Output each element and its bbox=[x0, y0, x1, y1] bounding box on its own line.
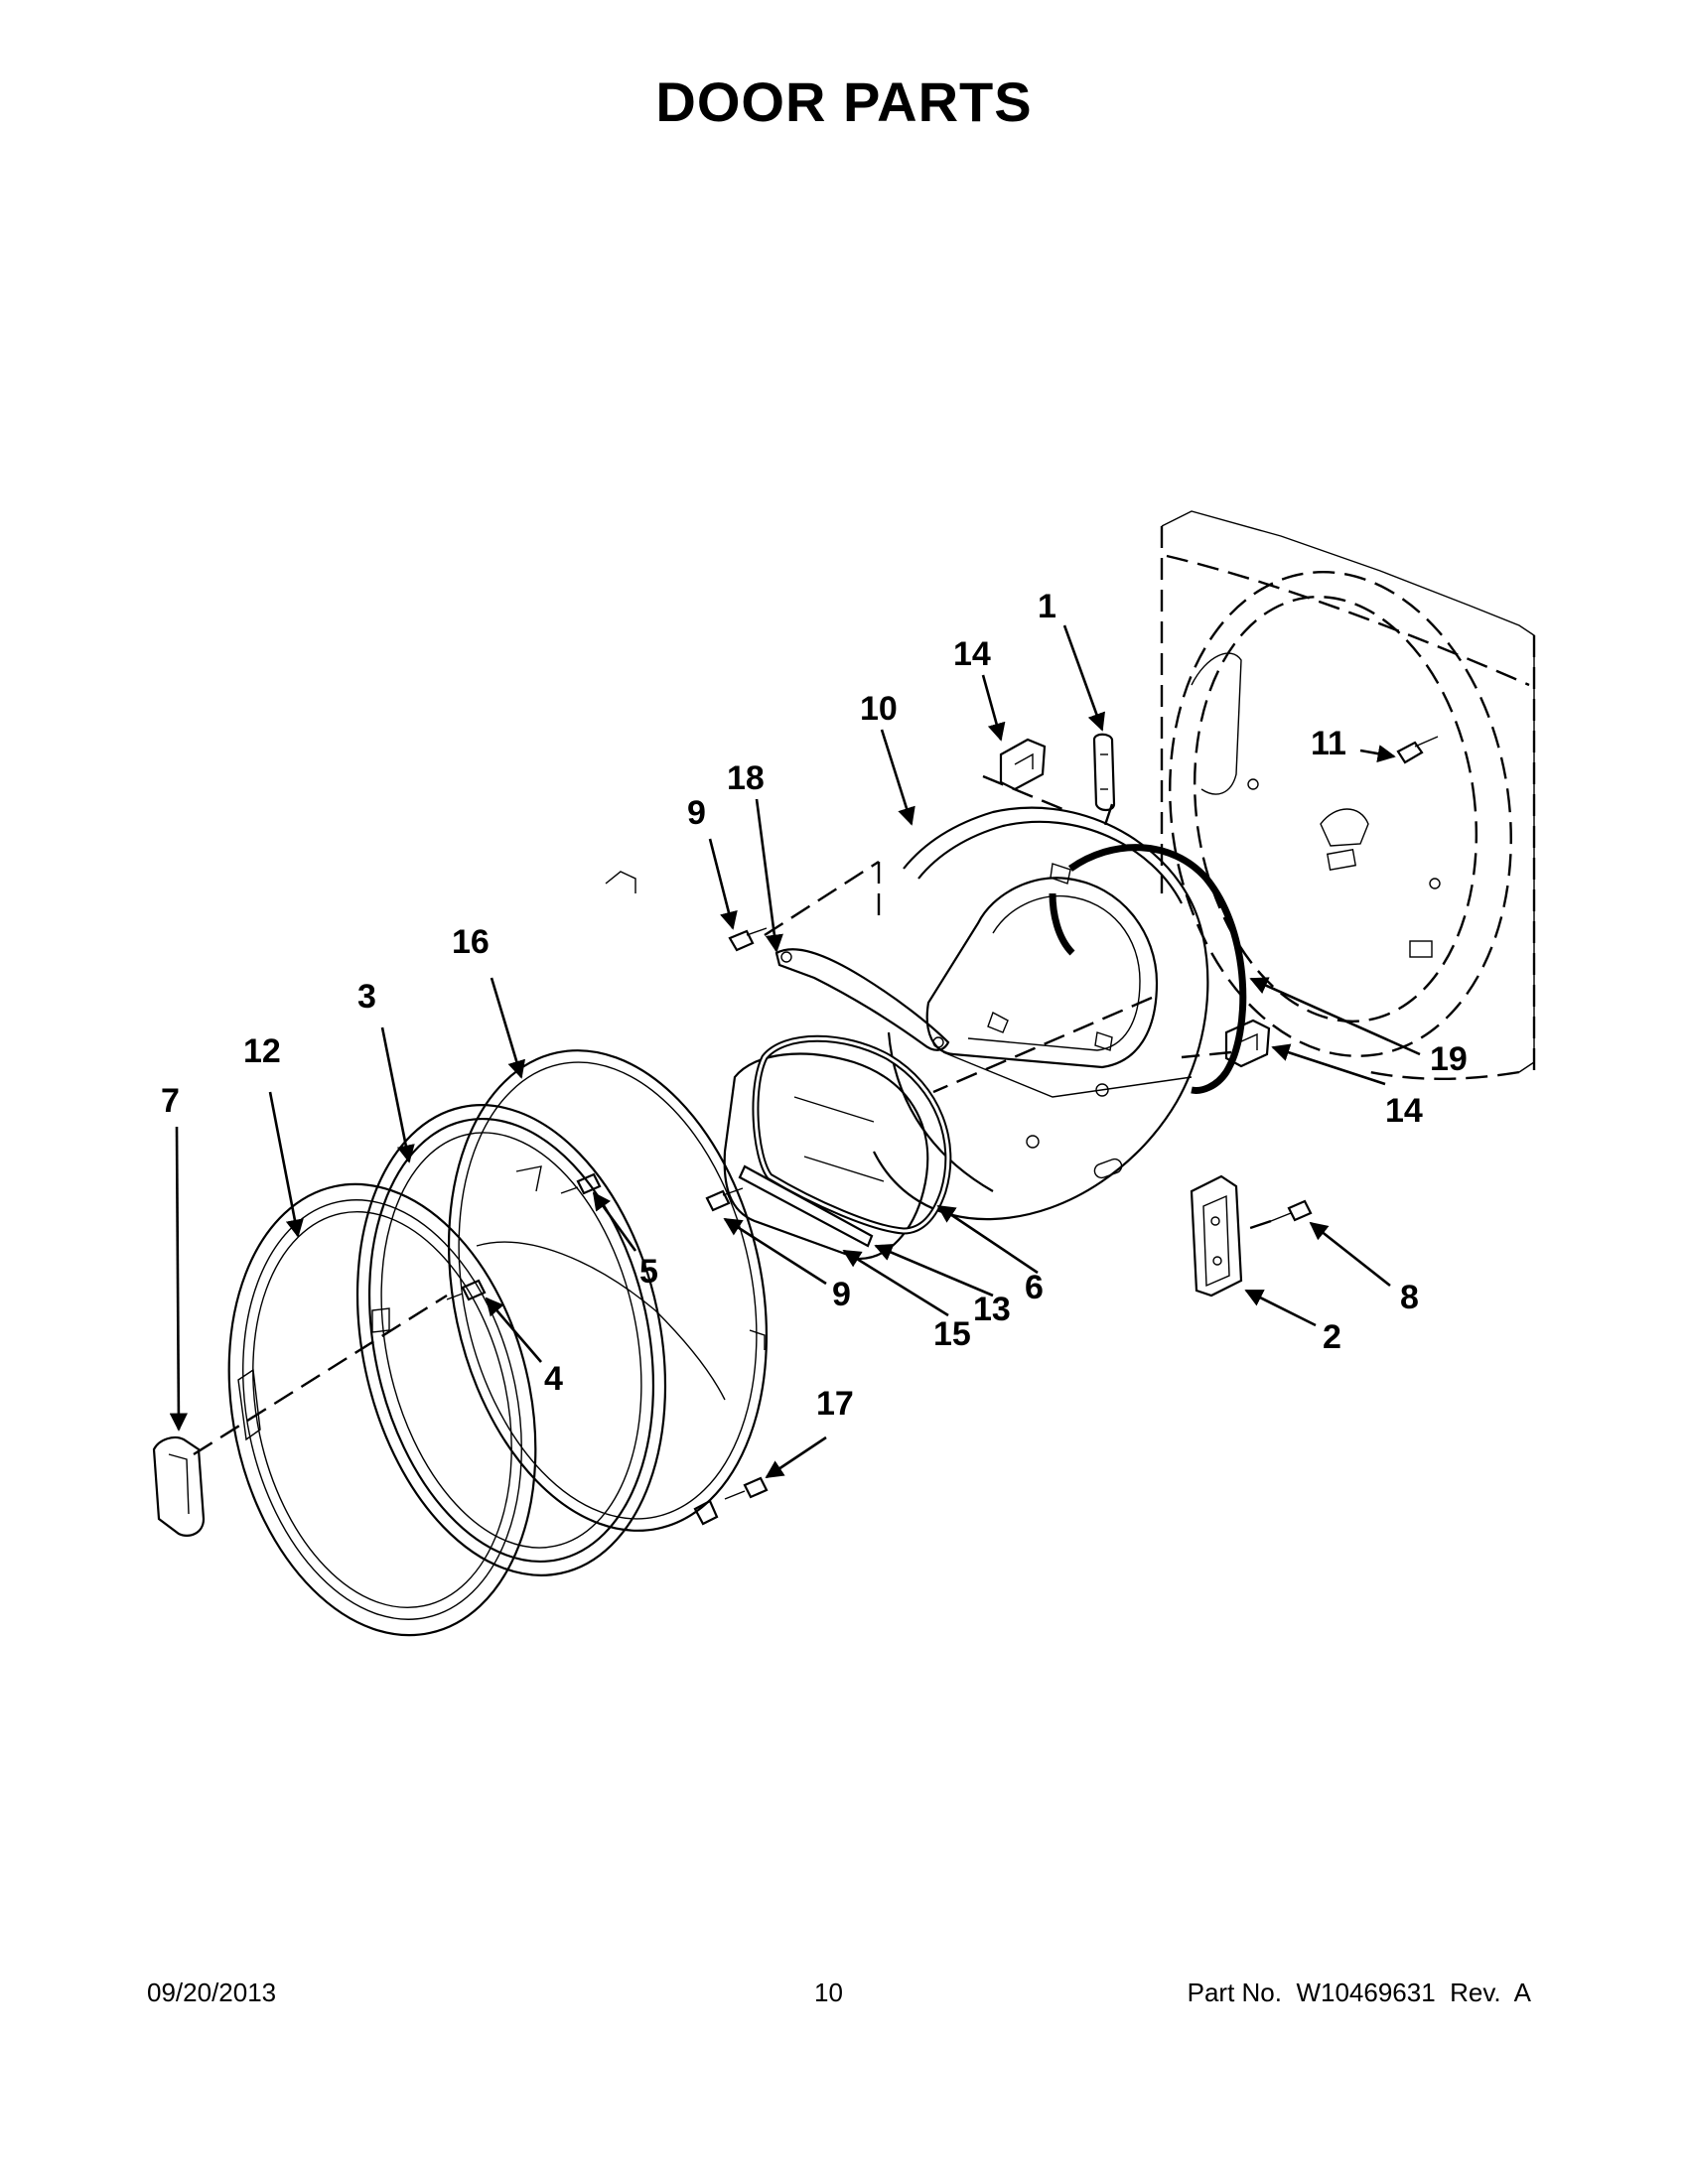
callout-14-lower: 14 bbox=[1385, 1092, 1423, 1130]
door-outer-frame bbox=[355, 1104, 667, 1576]
callout-6: 6 bbox=[1025, 1269, 1044, 1306]
callout-9-upper: 9 bbox=[687, 794, 706, 832]
callout-labels: 1 14 10 11 18 9 16 3 12 7 19 14 5 6 9 8 … bbox=[161, 588, 1468, 1423]
assembly-lines bbox=[193, 774, 1272, 1456]
screw-8 bbox=[1270, 1199, 1313, 1222]
door-hinge-bracket bbox=[774, 948, 950, 1051]
leader-lines bbox=[169, 624, 1421, 1479]
door-glass bbox=[723, 1052, 929, 1261]
callout-7: 7 bbox=[161, 1082, 180, 1120]
screw-5 bbox=[560, 1172, 602, 1195]
callout-13: 13 bbox=[973, 1291, 1011, 1328]
screw-9-lower bbox=[705, 1187, 744, 1212]
callout-10: 10 bbox=[860, 690, 898, 728]
door-strike-upper bbox=[999, 738, 1047, 791]
door-clip bbox=[1092, 733, 1116, 812]
callout-12: 12 bbox=[243, 1032, 281, 1070]
footer-date: 09/20/2013 bbox=[147, 1978, 277, 2007]
inner-door-frame bbox=[873, 806, 1209, 1221]
door-gasket-rear bbox=[1049, 844, 1247, 1094]
callout-17: 17 bbox=[816, 1385, 854, 1423]
screw-4 bbox=[446, 1279, 487, 1301]
callout-15: 15 bbox=[933, 1315, 971, 1353]
callout-3: 3 bbox=[357, 978, 376, 1016]
callout-1: 1 bbox=[1038, 588, 1056, 625]
callout-11: 11 bbox=[1311, 725, 1346, 762]
page-title: DOOR PARTS bbox=[655, 70, 1033, 133]
footer-page-number: 10 bbox=[814, 1978, 843, 2007]
callout-18: 18 bbox=[727, 759, 765, 797]
callout-9-lower: 9 bbox=[832, 1276, 851, 1313]
screw-11 bbox=[1396, 736, 1439, 764]
door-ring-inner bbox=[447, 871, 769, 1532]
callout-14-upper: 14 bbox=[953, 635, 991, 673]
door-glass-gasket bbox=[752, 1034, 952, 1235]
callout-2: 2 bbox=[1323, 1318, 1341, 1356]
callout-8: 8 bbox=[1400, 1279, 1419, 1316]
dryer-front-panel bbox=[1160, 510, 1536, 1080]
callout-19: 19 bbox=[1430, 1040, 1468, 1078]
screw-17 bbox=[693, 1476, 769, 1526]
callout-16: 16 bbox=[452, 923, 490, 961]
callout-4: 4 bbox=[544, 1360, 563, 1398]
door-hinge bbox=[1190, 1174, 1243, 1297]
door-strike-lower bbox=[1224, 1019, 1271, 1068]
footer-part-number: Part No. W10469631 Rev. A bbox=[1187, 1978, 1531, 2007]
callout-5: 5 bbox=[639, 1253, 658, 1291]
screw-9-upper bbox=[728, 927, 768, 952]
door-handle bbox=[152, 1435, 206, 1537]
glass-retainer-strip bbox=[738, 1164, 874, 1248]
door-front-bezel bbox=[227, 1182, 537, 1637]
